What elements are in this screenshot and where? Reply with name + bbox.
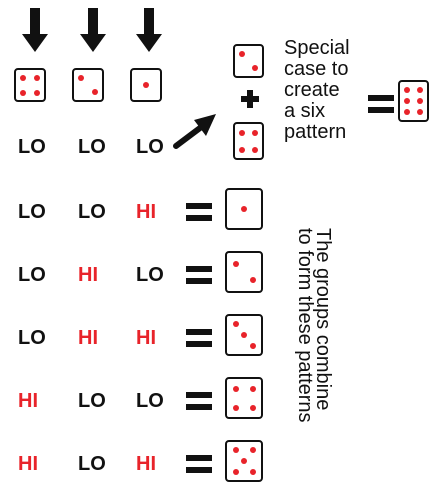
pip [249, 404, 256, 411]
level-label-lo: LO [78, 390, 106, 412]
pip [404, 98, 411, 104]
note-line: create [284, 79, 340, 101]
pip [143, 82, 149, 88]
pip [252, 129, 259, 136]
pip [232, 260, 239, 267]
die-special-four-pips [233, 122, 264, 160]
level-label-hi: HI [136, 453, 156, 475]
level-label-hi: HI [18, 453, 38, 475]
equals-icon [186, 266, 212, 284]
down-arrow-icon [136, 8, 162, 52]
die-result [225, 440, 263, 482]
level-label-lo: LO [136, 390, 164, 412]
die-result [225, 314, 263, 356]
special-case-note: Special case to create a six pattern [284, 38, 350, 143]
pip [232, 404, 239, 411]
pip [241, 332, 247, 338]
equals-icon [186, 392, 212, 410]
level-label-hi: HI [136, 201, 156, 223]
pip [20, 89, 26, 96]
level-label-lo: LO [78, 201, 106, 223]
pip [249, 385, 256, 392]
pip [232, 468, 239, 475]
pip [252, 64, 259, 71]
die-result-six [398, 80, 429, 122]
pip [238, 146, 245, 153]
pip [252, 146, 259, 153]
plus-icon [241, 90, 259, 108]
level-label-hi: HI [136, 327, 156, 349]
pip [249, 277, 256, 284]
caption-text: The groups combine to form these pattern… [294, 228, 334, 423]
pip [232, 447, 239, 454]
die-two-pips [72, 68, 104, 102]
pip [78, 75, 84, 82]
pip [249, 342, 256, 349]
pip [241, 458, 247, 464]
pip [238, 51, 245, 58]
level-label-hi: HI [18, 390, 38, 412]
pip [232, 321, 239, 328]
pip [416, 86, 423, 93]
die-four-pips [14, 68, 46, 102]
note-line: case to [284, 58, 349, 80]
level-label-lo: LO [18, 264, 46, 286]
level-label-lo: LO [78, 453, 106, 475]
equals-icon [368, 95, 394, 113]
down-arrow-icon [80, 8, 106, 52]
pip [416, 109, 423, 116]
die-result [225, 377, 263, 419]
level-label-lo: LO [136, 136, 164, 158]
equals-icon [186, 455, 212, 473]
level-label-lo: LO [18, 201, 46, 223]
note-line: a six [284, 100, 326, 122]
level-label-lo: LO [18, 136, 46, 158]
pip [238, 129, 245, 136]
note-line: Special [284, 37, 350, 59]
caption: The groups combine to form these pattern… [294, 228, 334, 463]
die-result [225, 251, 263, 293]
pip [404, 86, 411, 93]
caption-line: to form these patterns [294, 228, 316, 423]
level-label-hi: HI [78, 327, 98, 349]
caption-line: The groups combine [312, 228, 334, 411]
pip [249, 468, 256, 475]
pip [34, 74, 40, 81]
pip [241, 206, 247, 212]
diagonal-arrow-icon [173, 114, 216, 149]
pip [232, 385, 239, 392]
pip [404, 109, 411, 116]
pip [92, 88, 98, 95]
die-special-two-pips [233, 44, 264, 78]
down-arrow-icon [22, 8, 48, 52]
die-result [225, 188, 263, 230]
level-label-lo: LO [18, 327, 46, 349]
level-label-lo: LO [78, 136, 106, 158]
pip [416, 98, 423, 104]
equals-icon [186, 329, 212, 347]
pip [249, 447, 256, 454]
die-one-pip [130, 68, 162, 102]
pip [34, 89, 40, 96]
note-line: pattern [284, 121, 347, 143]
level-label-lo: LO [136, 264, 164, 286]
level-label-hi: HI [78, 264, 98, 286]
equals-icon [186, 203, 212, 221]
pip [20, 74, 26, 81]
